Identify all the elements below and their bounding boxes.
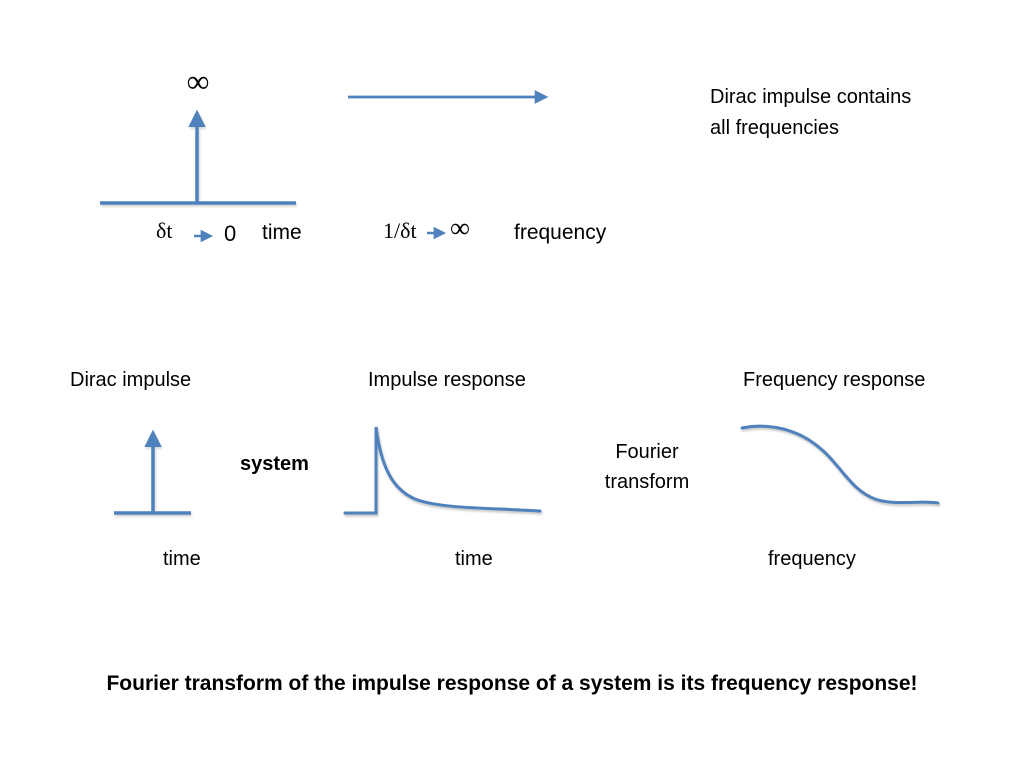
dirac-note: Dirac impulse contains all frequencies bbox=[710, 82, 911, 144]
impulse-response-curve bbox=[343, 426, 542, 515]
one-over-delta-t-label: 1/δt bbox=[383, 218, 417, 243]
top-frequency-axis-label: frequency bbox=[514, 221, 607, 244]
dirac-time-axis-label: time bbox=[163, 548, 201, 570]
infinity-limit-label: ∞ bbox=[450, 213, 470, 244]
zero-label: 0 bbox=[224, 221, 237, 246]
fourier-transform-line2: transform bbox=[604, 471, 690, 493]
delta-t-label: δt bbox=[156, 218, 173, 243]
slide-conclusion-text: Fourier transform of the impulse respons… bbox=[106, 672, 918, 695]
frequency-axis-label: frequency bbox=[768, 548, 856, 570]
dirac-note-line1: Dirac impulse contains bbox=[710, 86, 912, 108]
fourier-transform-line1: Fourier bbox=[615, 441, 679, 463]
top-time-axis-label: time bbox=[262, 221, 302, 244]
impulse-response-title: Impulse response bbox=[368, 369, 526, 391]
dirac-impulse-title: Dirac impulse bbox=[70, 369, 192, 391]
dirac-note-line2: all frequencies bbox=[710, 117, 839, 139]
frequency-response-title: Frequency response bbox=[743, 369, 926, 391]
infinity-peak-label: ∞ bbox=[186, 63, 210, 99]
fourier-transform-label: Fourier transform bbox=[583, 437, 711, 497]
system-label: system bbox=[240, 453, 309, 475]
frequency-response-curve bbox=[740, 424, 940, 505]
impulse-time-axis-label: time bbox=[455, 548, 493, 570]
